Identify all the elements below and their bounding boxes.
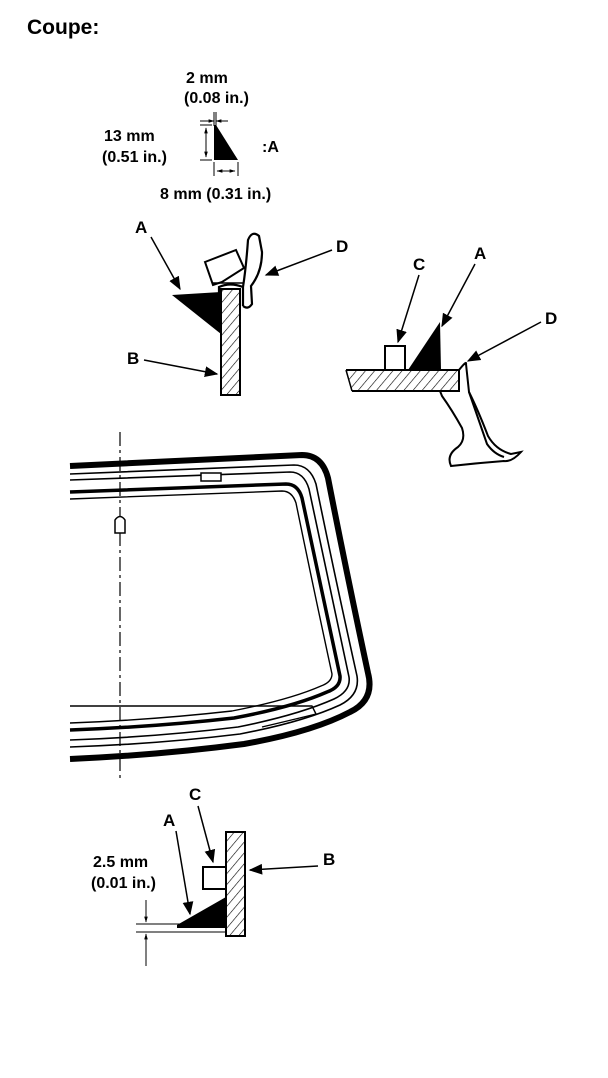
spacer-dimension-detail: 2 mm (0.08 in.) 13 mm (0.51 in.) :A 8 mm…	[102, 70, 279, 203]
windshield-outer-seal	[69, 452, 373, 762]
block-c-right	[384, 345, 406, 371]
molding-clip	[203, 248, 246, 287]
callout-a-left-arrow	[150, 236, 181, 291]
spacer-height-in-label: (0.51 in.)	[102, 149, 167, 166]
callout-d-right: D	[545, 309, 557, 328]
spacer-width-mm-label: 2 mm	[186, 70, 228, 87]
page-title: Coupe:	[27, 16, 99, 39]
glass-panel-bottom	[225, 831, 246, 937]
windshield-overview	[69, 432, 373, 782]
callout-b-bottom-arrow	[248, 863, 319, 875]
spacer-part-ref-label: :A	[262, 139, 279, 156]
callout-a-right-arrow	[441, 263, 476, 328]
callout-b-left: B	[127, 349, 139, 368]
callout-c-right: C	[413, 255, 425, 274]
callout-a-bottom-arrow	[175, 830, 194, 916]
spacer-wedge	[172, 292, 221, 334]
block-c-bottom	[202, 866, 227, 890]
callout-b-left-arrow	[143, 359, 219, 378]
left-section-detail: A D B	[127, 218, 348, 396]
callout-d-right-arrow	[466, 321, 542, 362]
glass-panel-section	[220, 288, 241, 396]
callout-c-bottom-arrow	[197, 805, 216, 864]
right-section-detail: C A D	[345, 244, 557, 468]
callout-d-left: D	[336, 237, 348, 256]
spacer-base-label: 8 mm (0.31 in.)	[160, 186, 271, 203]
callout-c-right-arrow	[396, 274, 420, 344]
gap-in-label: (0.01 in.)	[91, 875, 156, 892]
windshield-inner-molding	[69, 482, 342, 732]
top-tab	[200, 472, 222, 482]
mirror-mount	[114, 515, 126, 534]
molding-profile	[217, 232, 264, 309]
callout-d-left-arrow	[264, 249, 333, 276]
molding-right	[439, 361, 524, 468]
spacer-bottom	[177, 897, 226, 928]
callout-a-right: A	[474, 244, 486, 263]
callout-a-bottom: A	[163, 811, 175, 830]
glass-panel-horizontal	[346, 369, 460, 392]
spacer-width-in-label: (0.08 in.)	[184, 90, 249, 107]
spacer-profile-shape	[214, 125, 238, 160]
spacer-right	[408, 322, 441, 370]
callout-a-left: A	[135, 218, 147, 237]
gap-mm-label: 2.5 mm	[93, 854, 148, 871]
callout-c-bottom: C	[189, 785, 201, 804]
bottom-section-detail: 2.5 mm (0.01 in.) C A B	[91, 785, 335, 966]
spacer-height-mm-label: 13 mm	[104, 128, 155, 145]
callout-b-bottom: B	[323, 850, 335, 869]
